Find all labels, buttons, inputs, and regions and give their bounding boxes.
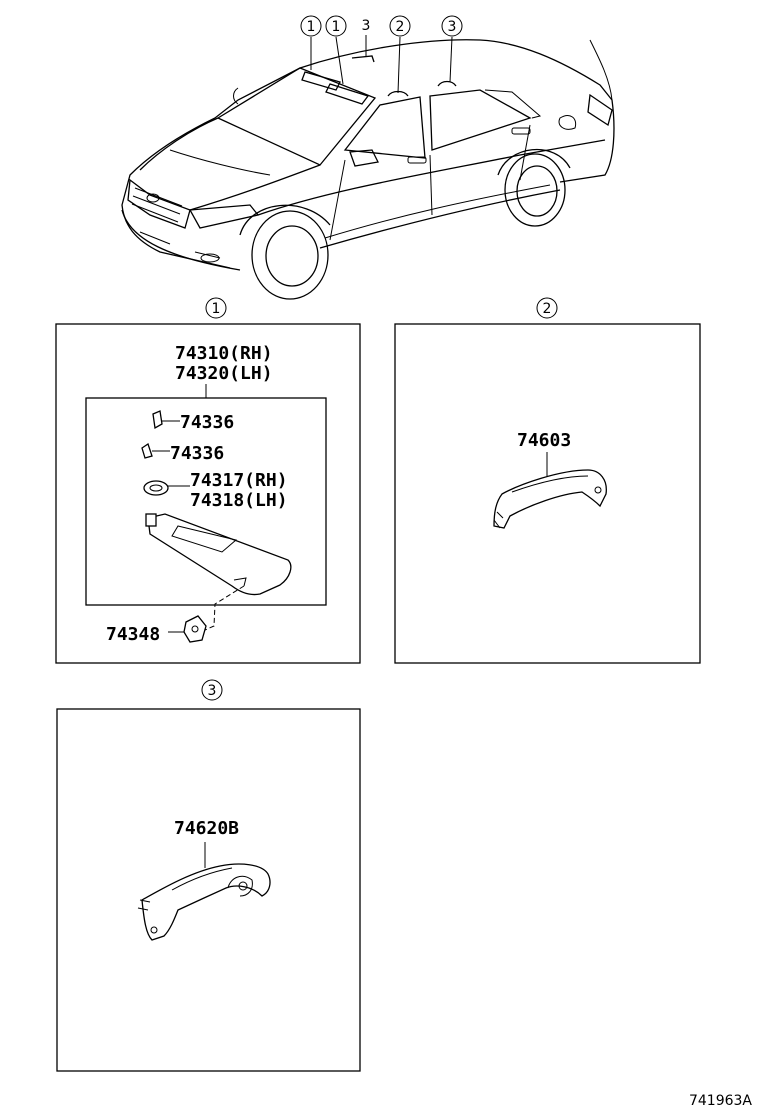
bracket-shape (183, 615, 207, 643)
grip-74603-shape (493, 469, 607, 529)
part-74318-lh: 74318(LH) (190, 490, 288, 511)
callout-1b-label: 1 (332, 19, 341, 35)
grip-74620b-shape (137, 863, 271, 941)
callout-3b-label: 3 (448, 19, 457, 35)
holder-shape (143, 480, 169, 496)
part-74320-lh: 74320(LH) (175, 363, 273, 384)
part-74620b: 74620B (174, 818, 239, 839)
panel-1-title: 1 (212, 301, 221, 317)
panel-2-title: 2 (543, 301, 552, 317)
callout-1a: 1 (300, 15, 322, 37)
callout-2: 2 (389, 15, 411, 37)
clip-a-shape (152, 410, 163, 430)
part-74317-rh: 74317(RH) (190, 470, 288, 491)
callout-2-label: 2 (396, 19, 405, 35)
car-illustration (121, 39, 615, 300)
callout-leaders (310, 35, 453, 94)
callout-3a-label: 3 (362, 18, 371, 34)
sun-visor-shape (145, 513, 292, 596)
part-74336-b: 74336 (170, 443, 224, 464)
part-74336-a: 74336 (180, 412, 234, 433)
part-74603: 74603 (517, 430, 571, 451)
callout-1a-label: 1 (307, 19, 316, 35)
callout-1b: 1 (325, 15, 347, 37)
part-74348: 74348 (106, 624, 160, 645)
panel-1: 1 74310(RH) 74320(LH) 74336 74336 74317(… (55, 297, 361, 664)
callout-3b: 3 (441, 15, 463, 37)
diagram-code: 741963A (689, 1093, 752, 1109)
clip-b-shape (141, 442, 153, 459)
panel-3: 3 74620B (56, 679, 361, 1072)
panel-3-title: 3 (208, 683, 217, 699)
panel-2: 2 74603 (394, 297, 701, 664)
callout-3a: 3 (362, 18, 371, 34)
part-74310-rh: 74310(RH) (175, 343, 273, 364)
